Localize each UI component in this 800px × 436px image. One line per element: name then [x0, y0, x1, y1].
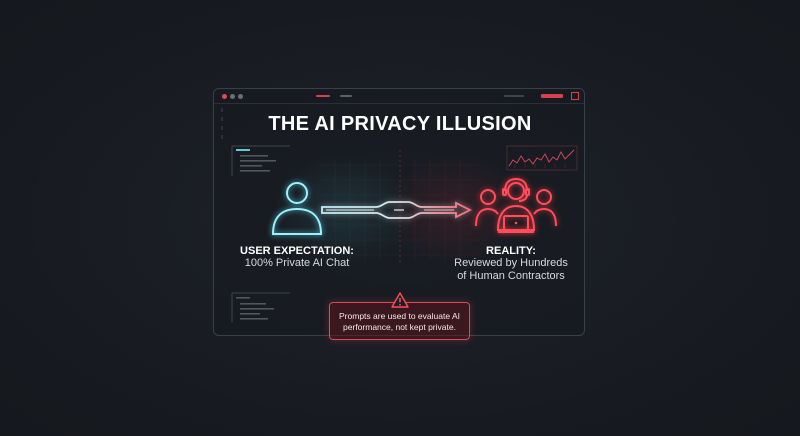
tab-indicator-red — [316, 95, 330, 97]
expand-icon — [571, 92, 579, 100]
user-expectation-heading: USER EXPECTATION: — [240, 245, 354, 257]
data-flow-arrow-icon — [321, 201, 473, 219]
status-indicator — [504, 95, 524, 97]
window-titlebar — [214, 89, 584, 104]
reality-text-line2: of Human Contractors — [457, 270, 565, 282]
alert-indicator-red — [541, 94, 563, 98]
window-dot-gray — [238, 94, 243, 99]
reality-text-line1: Reviewed by Hundreds — [454, 257, 568, 269]
window-dot-red — [222, 94, 227, 99]
reality-label: REALITY: Reviewed by Hundreds of Human C… — [444, 245, 578, 283]
warning-text-line2: performance, not kept private. — [343, 322, 456, 332]
tab-indicator-gray — [340, 95, 352, 97]
warning-text-line1: Prompts are used to evaluate AI — [339, 311, 460, 321]
window-dot-gray — [230, 94, 235, 99]
headset-group-icon — [475, 177, 557, 233]
reality-heading: REALITY: — [486, 245, 536, 257]
user-expectation-label: USER EXPECTATION: 100% Private AI Chat — [230, 245, 364, 270]
warning-triangle-icon — [391, 292, 409, 308]
page-title: THE AI PRIVACY ILLUSION — [268, 113, 532, 135]
user-silhouette-icon — [271, 182, 323, 235]
user-expectation-text: 100% Private AI Chat — [244, 257, 350, 269]
